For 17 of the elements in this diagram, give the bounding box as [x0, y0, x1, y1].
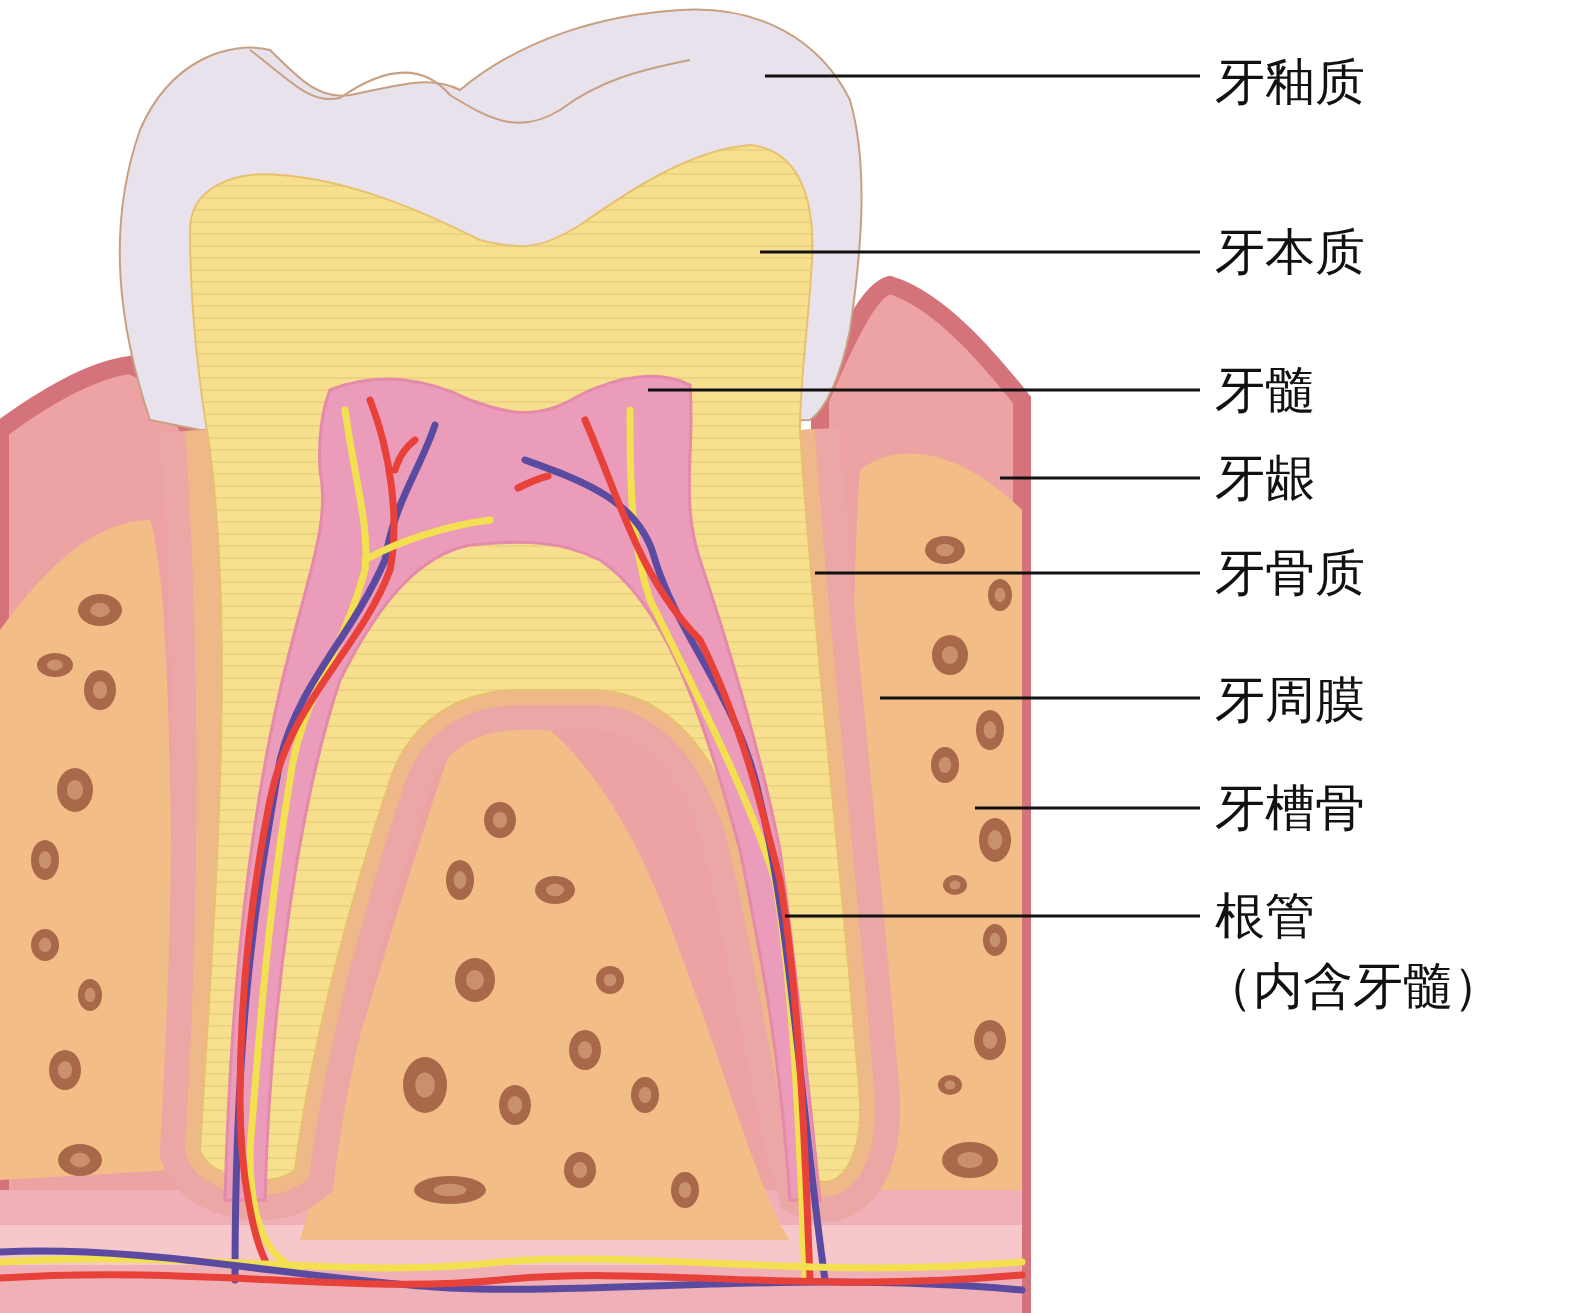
- leader-line: [760, 250, 1200, 254]
- leader-line: [785, 914, 1200, 918]
- label-text: 牙釉质: [1215, 47, 1365, 117]
- label-text: 根管: [1215, 886, 1316, 947]
- label-text: 牙龈: [1215, 443, 1315, 513]
- leader-line: [765, 74, 1200, 78]
- label-text: 牙本质: [1215, 217, 1365, 287]
- leader-line: [1000, 476, 1200, 480]
- leader-line: [648, 388, 1200, 392]
- label-text: （内含牙髓）: [1203, 956, 1503, 1017]
- label-text: 牙槽骨: [1215, 773, 1365, 843]
- label-text: 牙骨质: [1215, 538, 1365, 608]
- label-text: 牙周膜: [1215, 665, 1365, 735]
- leader-line: [975, 806, 1200, 810]
- label-text: 牙髓: [1215, 355, 1315, 425]
- leader-line: [815, 571, 1200, 575]
- leader-line: [880, 696, 1200, 700]
